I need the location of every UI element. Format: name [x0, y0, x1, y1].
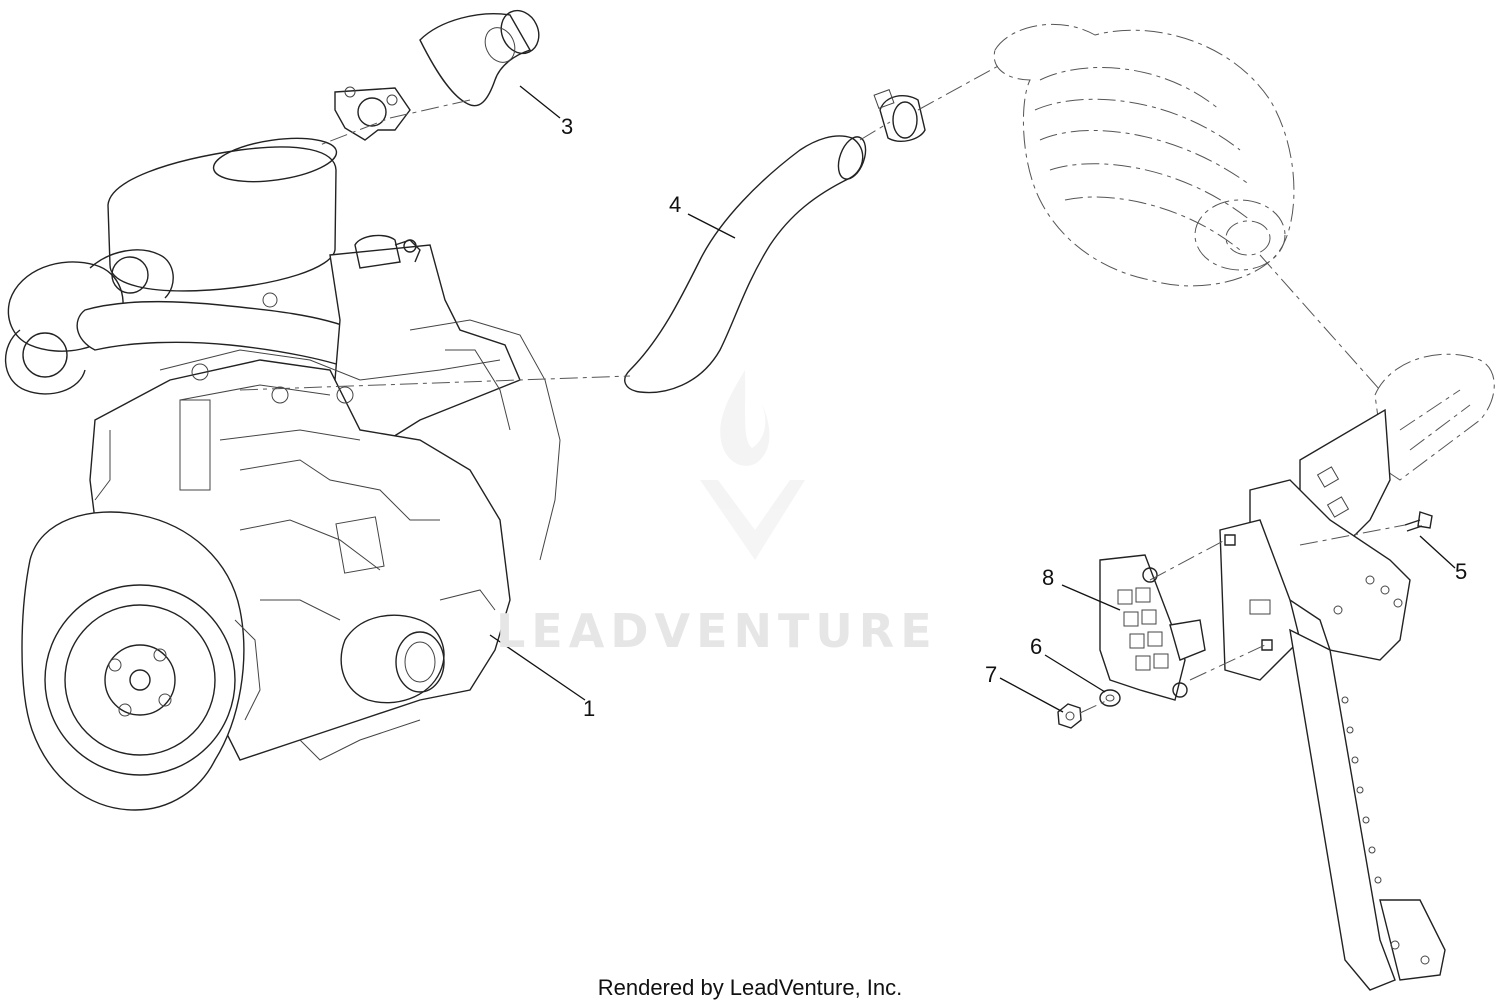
controller-module: [1099, 554, 1206, 701]
callout-1: 1: [583, 696, 596, 721]
footer-credit: Rendered by LeadVenture, Inc.: [597, 975, 903, 1000]
callout-4: 4: [669, 192, 682, 217]
intake-tube-elbow: [419, 9, 540, 107]
engine-assembly: [4, 137, 561, 811]
hose-clamp-upper: [334, 86, 411, 141]
watermark-logo: [700, 370, 805, 560]
air-cleaner-phantom: [993, 23, 1295, 287]
washer: [1099, 689, 1121, 707]
hose-clamp-middle: [873, 89, 926, 142]
bolt: [1224, 511, 1433, 651]
callout-8: 8: [1042, 565, 1055, 590]
callout-6: 6: [1030, 634, 1043, 659]
leader-lines: [489, 85, 1456, 713]
air-intake-hose: [624, 135, 867, 394]
assembly-center-lines: [239, 64, 1406, 714]
watermark-text: LEADVENTURE: [496, 604, 938, 658]
nut: [1057, 703, 1082, 729]
callout-3: 3: [561, 114, 574, 139]
mounting-bracket: [1219, 353, 1495, 991]
callout-7: 7: [985, 662, 998, 687]
callout-5: 5: [1455, 559, 1468, 584]
